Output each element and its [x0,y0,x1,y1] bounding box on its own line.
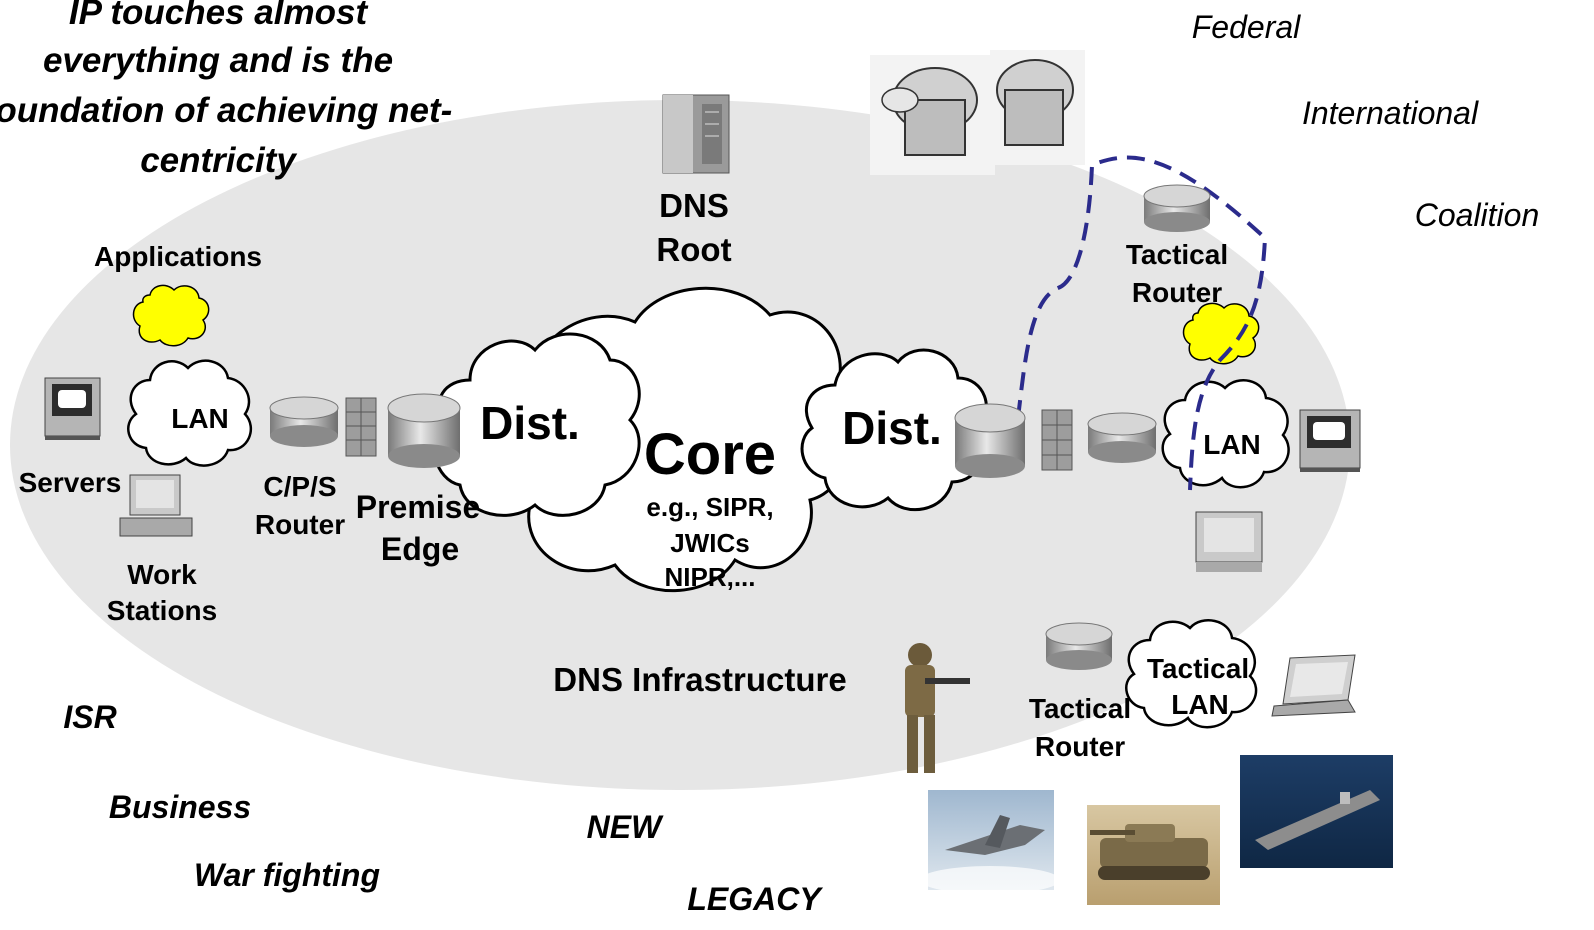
applications-cloud-left [132,284,210,347]
server-icon [44,377,101,440]
router-icon [1087,412,1157,463]
router-icon [954,403,1026,478]
core-examples-1: e.g., SIPR, [646,492,774,522]
tactical-dashed-links [1016,155,1268,491]
applications-cloud-right [1182,302,1260,365]
headline-line-4: centricity [140,141,296,180]
firewall-icon [1041,409,1073,471]
lan-left-cloud [127,359,253,467]
dns-infrastructure-label: DNS Infrastructure [553,661,847,698]
workstation-icon [1195,511,1263,572]
headline-line-3: foundation of achieving net- [0,91,453,130]
tactical-router-top-label-1: Tactical [1125,239,1229,270]
work-stations-label-2: Stations [106,595,218,626]
mission-legacy: LEGACY [687,881,821,917]
satellite-icon [990,50,1085,165]
community-federal: Federal [1191,9,1301,45]
servers-label: Servers [18,467,122,498]
dist-left-label: Dist. [480,397,580,449]
mission-business: Business [108,789,252,825]
router-icon [387,393,461,468]
applications-label: Applications [93,241,263,272]
cps-router-label-2: Router [254,509,346,540]
dist-right-cloud [800,348,988,512]
core-label: Core [643,422,777,487]
soldier-icon [905,643,970,773]
headline-line-1: IP touches almost [68,0,368,32]
core-examples-2: JWICs [670,528,750,558]
mission-isr: ISR [63,699,117,735]
tactical-router-bottom-label-2: Router [1034,731,1126,762]
aircraft-carrier-icon [1240,755,1393,868]
dist-right-label: Dist. [842,402,942,454]
work-stations-label-1: Work [127,559,197,590]
tactical-lan-cloud [1125,619,1258,729]
premise-edge-label-1: Premise [355,489,481,525]
laptop-icon [1271,654,1356,717]
satellite-icon [870,55,995,175]
dns-root-label-1: DNS [659,187,729,224]
lan-right-cloud [1161,379,1290,489]
community-coalition: Coalition [1414,197,1540,233]
lan-right-label: LAN [1203,429,1261,460]
tactical-lan-label-2: LAN [1171,689,1229,720]
core-examples-3: NIPR,... [664,562,756,592]
router-icon [1143,184,1211,232]
mission-war-fighting: War fighting [193,857,381,893]
tactical-router-bottom-label-1: Tactical [1028,693,1132,724]
premise-edge-label-2: Edge [380,531,460,567]
headline-line-2: everything and is the [42,41,394,80]
cps-router-label-1: C/P/S [263,471,337,502]
fighter-jet-icon [920,790,1060,894]
router-icon [269,396,339,447]
dns-root-label-2: Root [656,231,732,268]
server-icon [1299,409,1361,472]
tank-icon [1087,805,1220,905]
tactical-router-top-label-2: Router [1131,277,1223,308]
dns-server-icon [662,94,730,174]
community-international: International [1301,95,1479,131]
mission-new: NEW [586,809,662,845]
tactical-lan-label-1: Tactical [1146,653,1250,684]
firewall-icon [345,397,377,457]
workstation-icon [119,474,193,537]
lan-left-label: LAN [171,403,229,434]
router-icon [1045,622,1113,670]
